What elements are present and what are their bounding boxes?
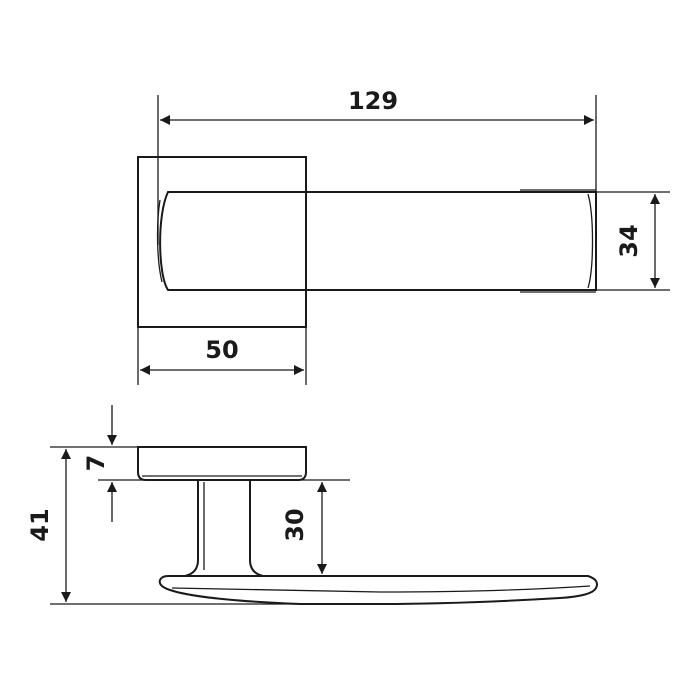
lever-side-outline xyxy=(158,575,598,605)
lever-tip-curve xyxy=(587,193,594,289)
dim-label-41: 41 xyxy=(26,508,54,541)
rose-outline xyxy=(137,156,307,328)
dim-label-7: 7 xyxy=(82,455,110,472)
lever-outline xyxy=(159,191,597,291)
dim-label-34: 34 xyxy=(615,224,643,257)
dim-label-30: 30 xyxy=(281,508,309,541)
top-view: 129 34 50 xyxy=(137,87,670,385)
neck-outline xyxy=(184,480,264,577)
dim-label-129: 129 xyxy=(348,87,398,115)
side-view: 7 30 41 xyxy=(26,405,598,605)
dim-label-50: 50 xyxy=(205,336,238,364)
lever-side-inner-curve xyxy=(171,585,591,593)
rose-side-outline xyxy=(137,446,307,481)
